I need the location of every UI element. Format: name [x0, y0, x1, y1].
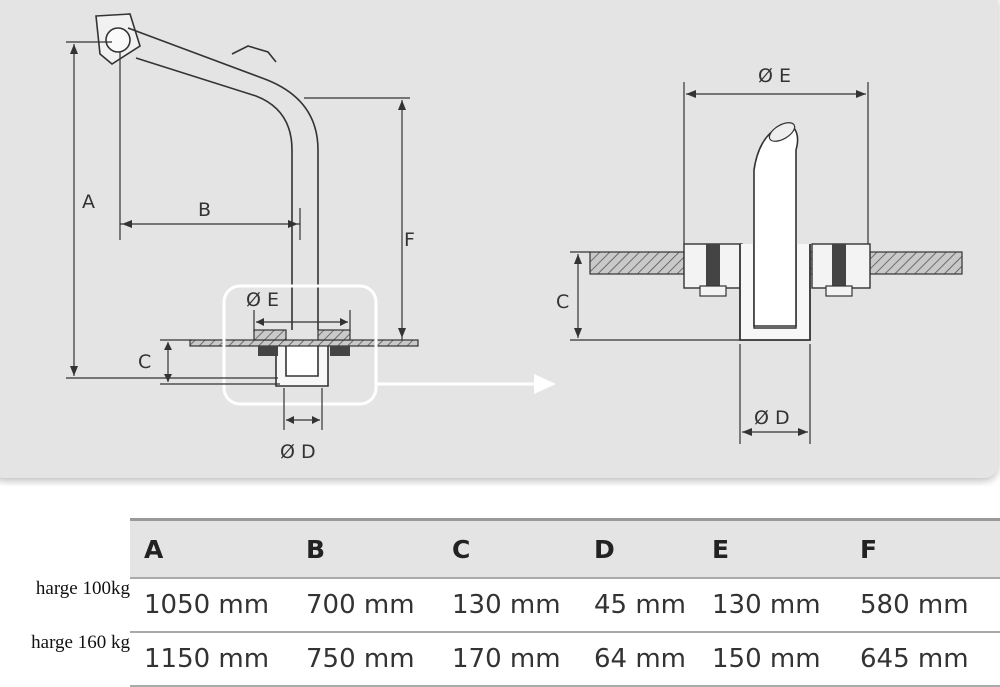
dim-label-e-left: Ø E — [246, 289, 279, 311]
arm-inner — [135, 57, 293, 330]
drawing-panel: A B F C Ø E Ø D — [0, 0, 998, 478]
cell-d: 45 mm — [580, 577, 704, 633]
table-row: harge 160 kg 1150 mm 750 mm 170 mm 64 mm… — [0, 632, 1000, 687]
header-b: B — [282, 518, 434, 578]
dimension-lines-left — [66, 41, 410, 430]
arrowheads-right — [574, 90, 866, 436]
cell-e: 130 mm — [704, 577, 852, 633]
dimension-lines-right — [570, 82, 869, 444]
deck-plate-left — [189, 339, 419, 347]
cell-d: 64 mm — [580, 632, 704, 687]
header-a: A — [130, 518, 282, 578]
header-f: F — [852, 518, 1000, 578]
spec-table: A B C D E F harge 100kg 1050 mm 700 mm 1… — [0, 518, 1000, 687]
cell-c: 130 mm — [434, 577, 580, 633]
arm-outer — [127, 27, 319, 330]
dim-label-c-left: C — [138, 351, 151, 373]
cell-f: 645 mm — [852, 632, 1000, 687]
header-blank — [0, 519, 130, 578]
technical-drawing: A B F C Ø E Ø D — [0, 0, 998, 478]
cell-f: 580 mm — [852, 577, 1000, 633]
arrow-right-icon — [534, 374, 556, 394]
header-d: D — [580, 518, 704, 578]
cell-a: 1050 mm — [130, 577, 282, 633]
dim-label-e-right: Ø E — [758, 65, 791, 87]
panel-background — [0, 0, 998, 478]
base-detail-view — [589, 122, 963, 341]
cell-a: 1150 mm — [130, 632, 282, 687]
dim-label-b: B — [198, 199, 211, 221]
dim-label-c-right: C — [556, 291, 569, 313]
row-label: harge 160 kg — [31, 632, 130, 653]
dim-label-a: A — [82, 191, 95, 213]
bolt-left-a — [258, 346, 278, 356]
cell-b: 700 mm — [282, 577, 434, 633]
flange-left-b — [317, 329, 351, 341]
detail-highlight-box — [222, 284, 378, 406]
bolt-left-b — [330, 346, 350, 356]
dim-label-d-right: Ø D — [754, 407, 790, 429]
table-header-row: A B C D E F — [0, 518, 1000, 578]
arm-handle — [231, 45, 277, 63]
header-c: C — [434, 518, 580, 578]
table-row: harge 100kg 1050 mm 700 mm 130 mm 45 mm … — [0, 577, 1000, 633]
dim-label-d-left: Ø D — [280, 441, 316, 463]
flange-left-a — [253, 329, 287, 341]
davit-side-view — [95, 13, 329, 387]
cell-e: 150 mm — [704, 632, 852, 687]
row-label: harge 100kg — [35, 578, 130, 599]
header-e: E — [704, 518, 852, 578]
arrowheads-left — [70, 44, 406, 424]
cell-b: 750 mm — [282, 632, 434, 687]
top-pivot — [105, 27, 131, 53]
dim-label-f: F — [404, 229, 415, 251]
cell-c: 170 mm — [434, 632, 580, 687]
